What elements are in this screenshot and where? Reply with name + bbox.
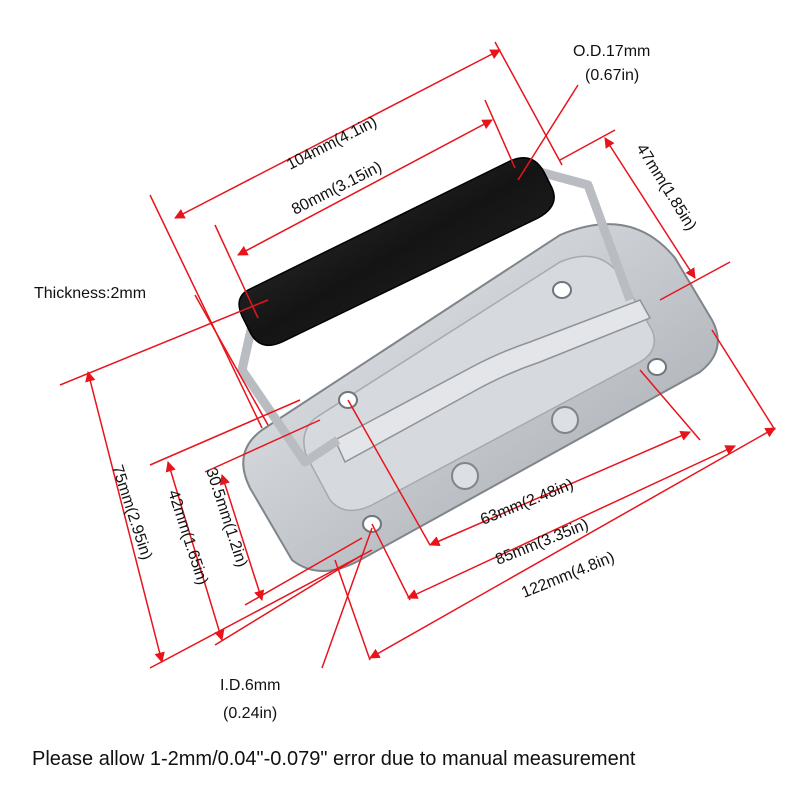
- dimension-30: [219, 473, 265, 602]
- label-42mm: 42mm(1.65in): [164, 488, 211, 587]
- handle-illustration: [237, 157, 719, 572]
- label-inner-diameter: I.D.6mm: [220, 677, 280, 694]
- label-inner-diameter-in: (0.24in): [223, 705, 277, 722]
- dimension-lines: [59, 41, 776, 669]
- dimension-80: [237, 119, 493, 256]
- hinge-tube: [334, 299, 652, 464]
- dimension-122: [369, 427, 776, 659]
- dimension-42: [165, 460, 225, 642]
- label-30mm: 30.5mm(1.2in): [202, 466, 250, 569]
- dimension-75: [85, 370, 165, 664]
- rivet: [551, 406, 579, 434]
- label-122mm: 122mm(4.8in): [519, 549, 617, 602]
- label-75mm: 75mm(2.95in): [108, 463, 155, 562]
- dimension-47: [604, 137, 696, 279]
- mounting-hole: [552, 281, 572, 299]
- label-thickness: Thickness:2mm: [34, 285, 146, 302]
- label-outer-diameter: O.D.17mm: [573, 43, 650, 60]
- mounting-hole: [647, 358, 667, 376]
- wire-bail: [237, 311, 341, 467]
- label-outer-diameter-in: (0.67in): [585, 67, 639, 84]
- measurement-note: Please allow 1-2mm/0.04"-0.079" error du…: [32, 748, 636, 770]
- rivet: [451, 462, 479, 490]
- label-47mm: 47mm(1.85in): [633, 141, 700, 234]
